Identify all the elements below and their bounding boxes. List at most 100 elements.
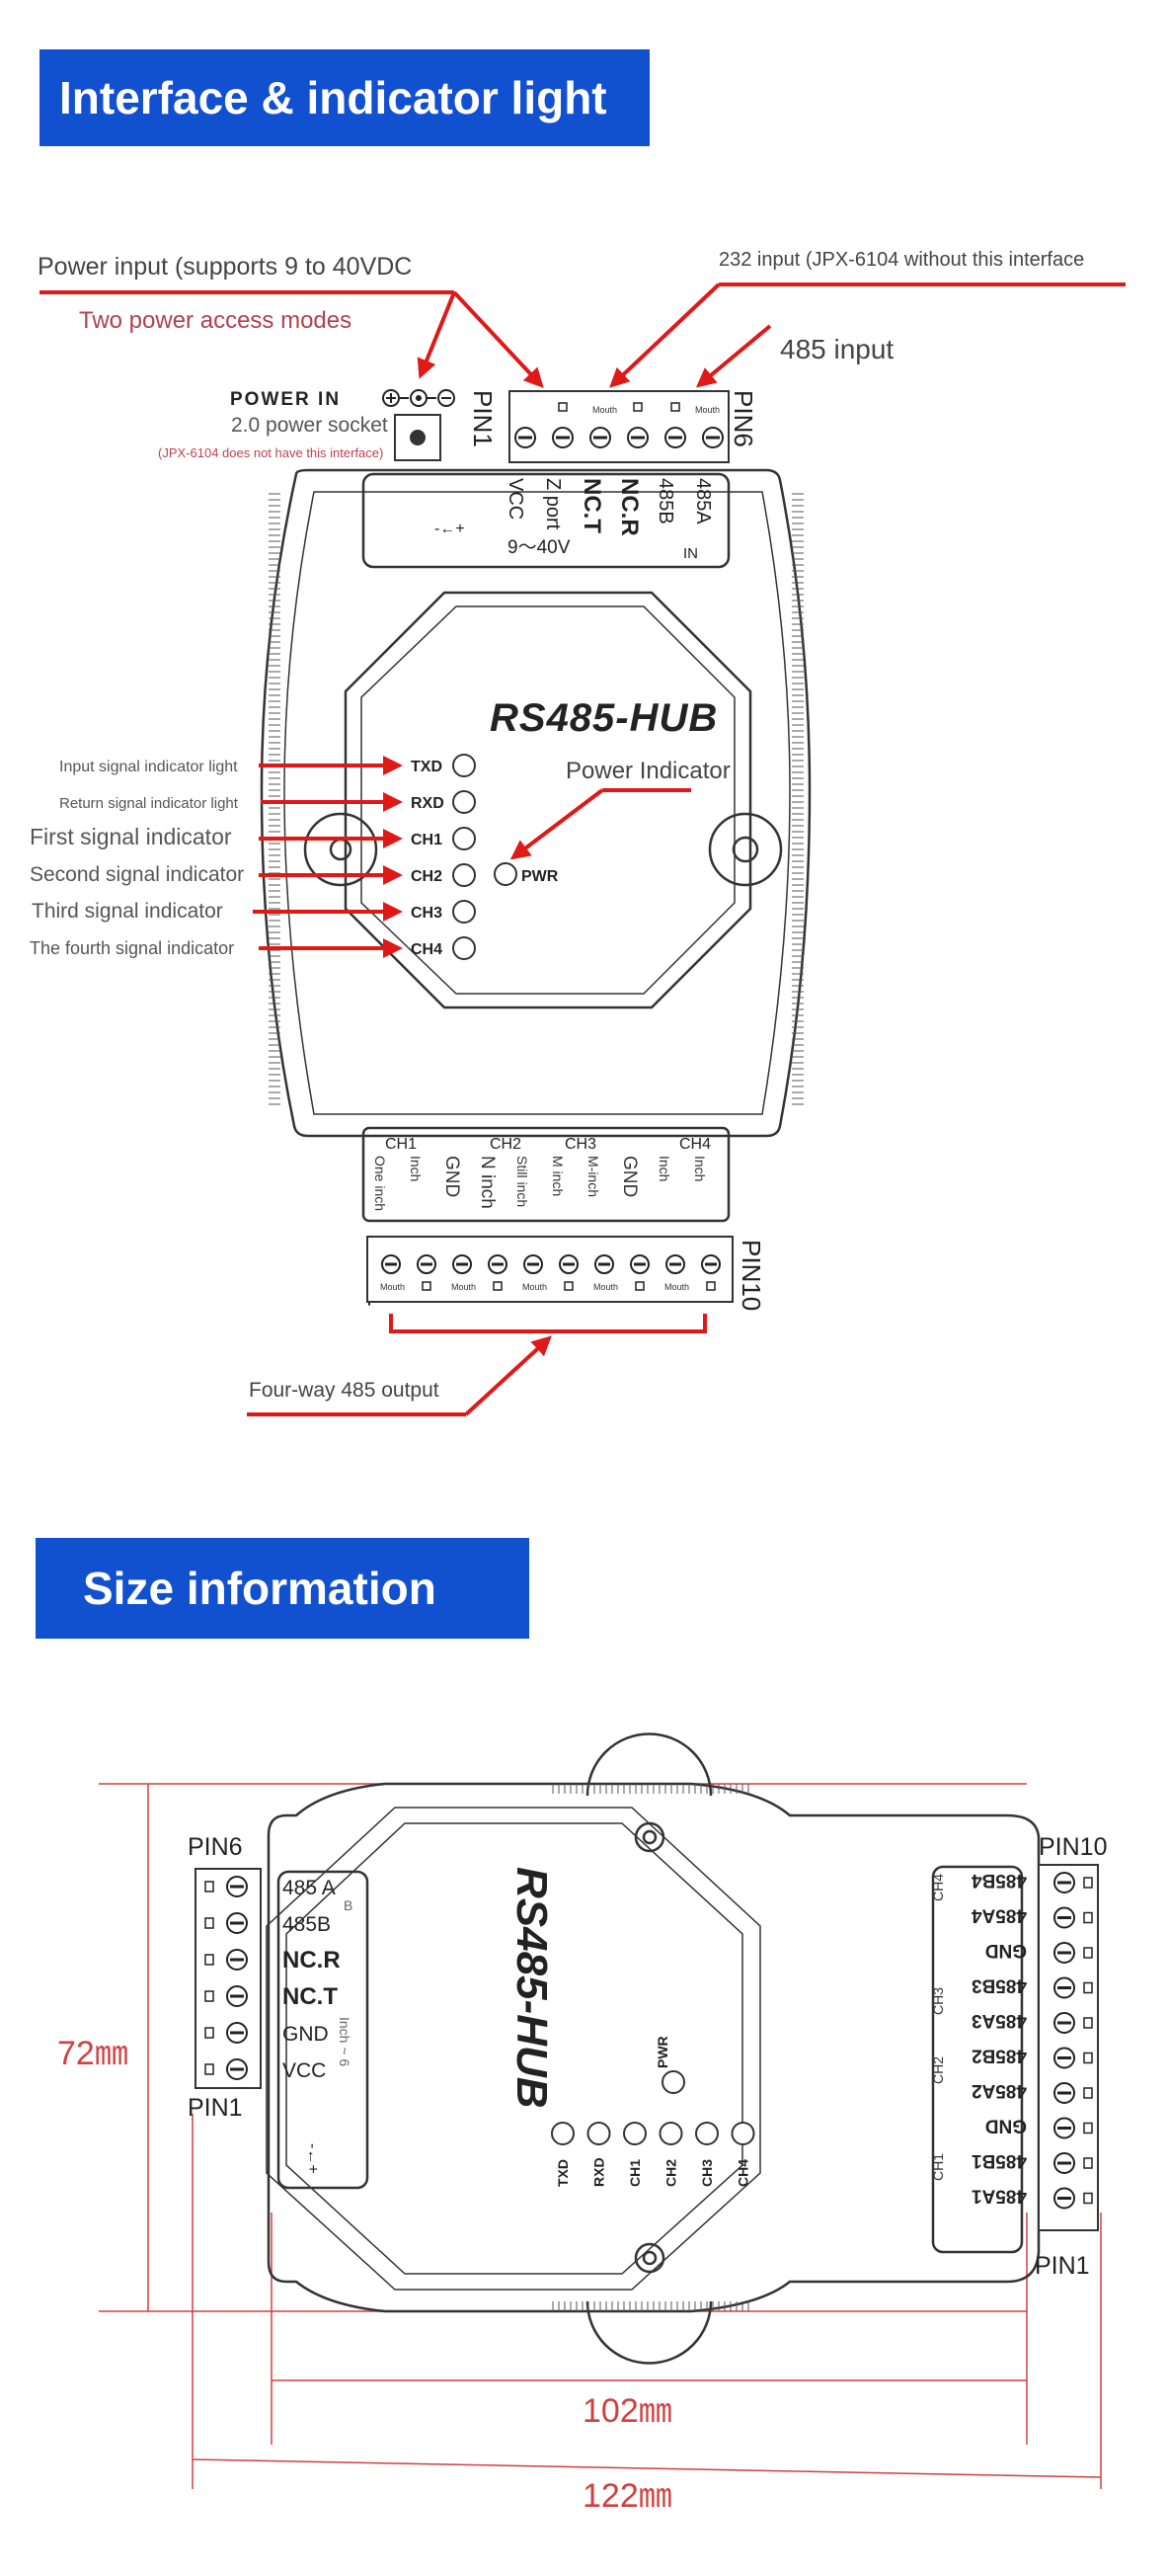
size-led-label: CH4 — [736, 2159, 751, 2187]
size-led-lamp — [731, 2122, 755, 2145]
channel-group-label: CH3 — [565, 1136, 596, 1153]
top-terminal-label: Z port — [542, 478, 564, 530]
height-dimension: 72㎜ — [57, 2035, 128, 2072]
two-modes-callout: Two power access modes — [79, 307, 351, 334]
right-pin-marker — [1083, 2122, 1093, 2134]
left-pin-marker — [204, 1954, 214, 1966]
left-terminal-label: 485B — [282, 1913, 331, 1936]
bottom-mouth-label: Mouth — [451, 1282, 476, 1292]
right-screw-terminal — [1053, 1976, 1075, 1999]
size-led-ch1: CH1 — [623, 2122, 647, 2187]
led-label: CH3 — [411, 905, 442, 922]
size-pwr-led: PWR — [655, 2036, 685, 2094]
bottom-mouth-label: Mouth — [593, 1282, 618, 1292]
right-terminal-label: 485B4 — [972, 1870, 1027, 1891]
left-terminal-label: 485 A — [282, 1877, 336, 1899]
top-screw-terminal — [664, 427, 686, 448]
top-terminal-block: Mouth Mouth — [508, 390, 730, 463]
size-led-ch3: CH3 — [695, 2122, 719, 2187]
size-left-terminal-block — [195, 1868, 262, 2089]
bottom-terminal-label: M-inch — [585, 1156, 601, 1197]
left-screw-terminal — [226, 2058, 248, 2080]
right-pin-marker — [1083, 2052, 1093, 2064]
bottom-terminal-label: Inch — [657, 1156, 672, 1181]
power-indicator-callout: Power Indicator — [566, 758, 731, 784]
led-callout-label: The fourth signal indicator — [30, 938, 234, 958]
bottom-pin-marker — [422, 1281, 431, 1291]
power-in-label: POWER IN — [230, 389, 341, 410]
four-way-callout: Four-way 485 output — [249, 1379, 439, 1402]
led-lamp — [452, 900, 476, 924]
device-body — [260, 468, 812, 1223]
top-screw-terminal — [627, 427, 649, 448]
right-screw-terminal — [1053, 1872, 1075, 1893]
right-pin-marker — [1083, 1981, 1093, 1994]
bottom-terminal-label: Inch — [408, 1156, 424, 1181]
size-led-label: CH3 — [699, 2159, 715, 2187]
left-terminal-label: GND — [282, 2023, 329, 2046]
top-screw-terminal — [702, 427, 724, 448]
led-label: CH1 — [411, 832, 442, 848]
right-terminal-label: 485A4 — [972, 1905, 1027, 1926]
bottom-screw-terminal — [594, 1254, 614, 1274]
bottom-screw-terminal — [665, 1254, 685, 1274]
size-led-lamp — [586, 2122, 611, 2145]
left-screw-terminal — [226, 2022, 248, 2044]
size-right-screws — [1053, 1872, 1093, 2210]
size-left-note: Inch ~ 6 — [337, 2017, 352, 2066]
size-dc-symbol: -←+ — [304, 2143, 321, 2174]
left-pin-marker — [204, 2027, 214, 2039]
led-ch3: CH3 — [411, 900, 476, 924]
led-label: TXD — [411, 759, 442, 775]
bottom-mouth-label: Mouth — [522, 1282, 547, 1292]
size-device-logo: RS485-HUB — [507, 1867, 556, 2109]
size-led-label: TXD — [555, 2159, 571, 2187]
bottom-mouth-label: Mouth — [380, 1282, 405, 1292]
top-mouth-label-2: Mouth — [695, 405, 720, 415]
left-pin-marker — [204, 2063, 214, 2075]
size-right-terminal-labels: 485B4485A4GND485B3485A3485B2485A2GND485B… — [972, 1870, 1027, 2207]
top-screw-terminal — [589, 427, 611, 448]
size-led-label: CH2 — [663, 2159, 679, 2187]
bottom-pin-marker — [706, 1281, 716, 1291]
top-screw-terminal — [552, 427, 574, 448]
interface-section-banner: Interface & indicator light — [39, 49, 650, 146]
right-terminal-label: 485A3 — [972, 2010, 1027, 2031]
led-callout-label: Return signal indicator light — [59, 795, 239, 812]
top-terminal-label: 485B — [655, 478, 676, 524]
top-screw-terminals — [514, 427, 724, 448]
right-terminal-label: 485A1 — [972, 2186, 1027, 2207]
size-left-screws — [204, 1876, 248, 2080]
led-lamp — [452, 936, 476, 960]
size-led-ch2: CH2 — [659, 2122, 683, 2187]
bottom-terminal-label: GND — [619, 1156, 640, 1197]
size-device-body — [266, 1732, 1041, 2365]
size-pin10-label: PIN10 — [1039, 1833, 1107, 1861]
right-screw-terminal — [1053, 2012, 1075, 2034]
bottom-terminal-label: GND — [441, 1156, 462, 1197]
bottom-mouth-label: Mouth — [664, 1282, 689, 1292]
channel-group-label: CH2 — [490, 1136, 521, 1153]
in-label: IN — [683, 545, 698, 562]
top-terminal-label: NC.T — [579, 478, 605, 533]
bottom-screw-terminal — [488, 1254, 507, 1274]
size-pwr-label: PWR — [655, 2036, 670, 2068]
right-terminal-label: 485A2 — [972, 2080, 1027, 2101]
bottom-pin-marker — [493, 1281, 503, 1291]
size-pin6-label: PIN6 — [188, 1833, 243, 1861]
left-terminal-label: NC.T — [282, 1983, 338, 2010]
bottom-terminal-label: N inch — [477, 1156, 498, 1209]
device-grip-ridges — [269, 493, 804, 1105]
size-led-lamp — [623, 2122, 647, 2145]
led-rxd: RXD — [411, 790, 476, 814]
size-led-txd: TXD — [551, 2122, 575, 2187]
left-pin-marker — [204, 1917, 214, 1929]
bottom-screw-terminal — [381, 1254, 401, 1274]
voltage-label: 9～40V — [507, 537, 571, 558]
device-logo: RS485-HUB — [490, 696, 718, 740]
right-pin-marker — [1083, 1911, 1093, 1924]
right-screw-terminal — [1053, 1906, 1075, 1929]
